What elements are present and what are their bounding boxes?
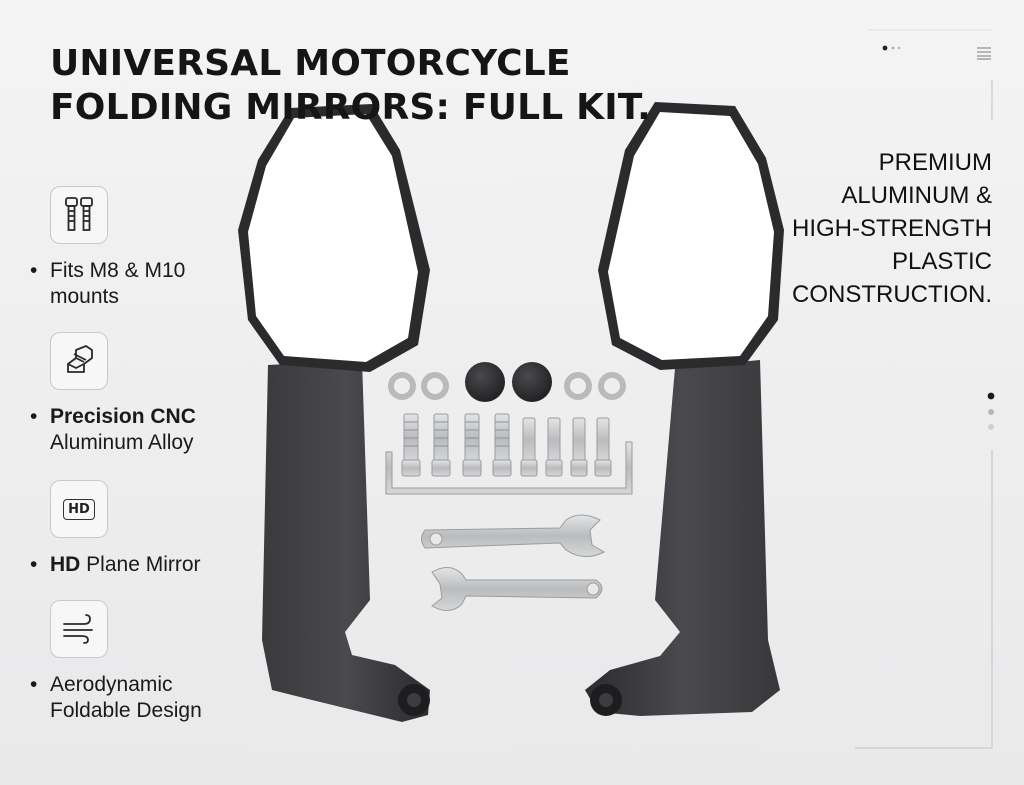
title-line-2: FOLDING MIRRORS: FULL KIT. <box>50 87 651 128</box>
construction-line-4: PLASTIC <box>891 248 992 275</box>
construction-line-1: PREMIUM <box>878 149 992 176</box>
cnc-aluminum-icon <box>50 332 108 390</box>
hd-icon: HD <box>50 480 108 538</box>
feature-line-1-bold: Precision CNC <box>50 405 196 428</box>
right-mirror <box>585 102 784 716</box>
pagination-dots[interactable] <box>986 392 996 439</box>
page-dot-active[interactable] <box>987 392 995 400</box>
feature-line-2: Foldable Design <box>50 699 202 722</box>
hex-key <box>385 441 633 495</box>
page-dot[interactable] <box>988 424 994 430</box>
feature-text: •Aerodynamic Foldable Design <box>30 673 202 722</box>
construction-line-2: ALUMINUM & <box>841 182 992 209</box>
feature-line-2: Aluminum Alloy <box>50 431 194 454</box>
feature-line-1-bold: HD <box>50 553 81 576</box>
wind-icon <box>50 600 108 658</box>
wrenches <box>421 514 606 611</box>
menu-icon <box>976 46 992 65</box>
rubber-cap <box>512 362 552 402</box>
feature-line-1: Plane Mirror <box>80 553 201 576</box>
feature-text: •Precision CNC Aluminum Alloy <box>30 405 196 454</box>
feature-line-1: Aerodynamic <box>50 673 173 696</box>
bolts-icon <box>50 186 108 244</box>
feature-line-2: mounts <box>50 285 119 308</box>
hd-icon-label: HD <box>63 498 95 520</box>
rubber-cap <box>465 362 505 402</box>
title-line-1: UNIVERSAL MOTORCYCLE <box>50 43 571 84</box>
page-title: UNIVERSAL MOTORCYCLE FOLDING MIRRORS: FU… <box>50 42 651 130</box>
feature-line-1: Fits M8 & M10 <box>50 259 186 282</box>
construction-line-3: HIGH-STRENGTH <box>792 215 992 242</box>
page-dot[interactable] <box>988 409 994 415</box>
construction-line-5: CONSTRUCTION. <box>792 281 992 308</box>
construction-text: PREMIUM ALUMINUM & HIGH-STRENGTH PLASTIC… <box>792 146 992 311</box>
bolts <box>401 413 612 477</box>
feature-text: •Fits M8 & M10 mounts <box>30 259 186 308</box>
left-mirror <box>238 104 430 722</box>
feature-text: •HD Plane Mirror <box>30 553 201 576</box>
washers <box>388 372 626 400</box>
